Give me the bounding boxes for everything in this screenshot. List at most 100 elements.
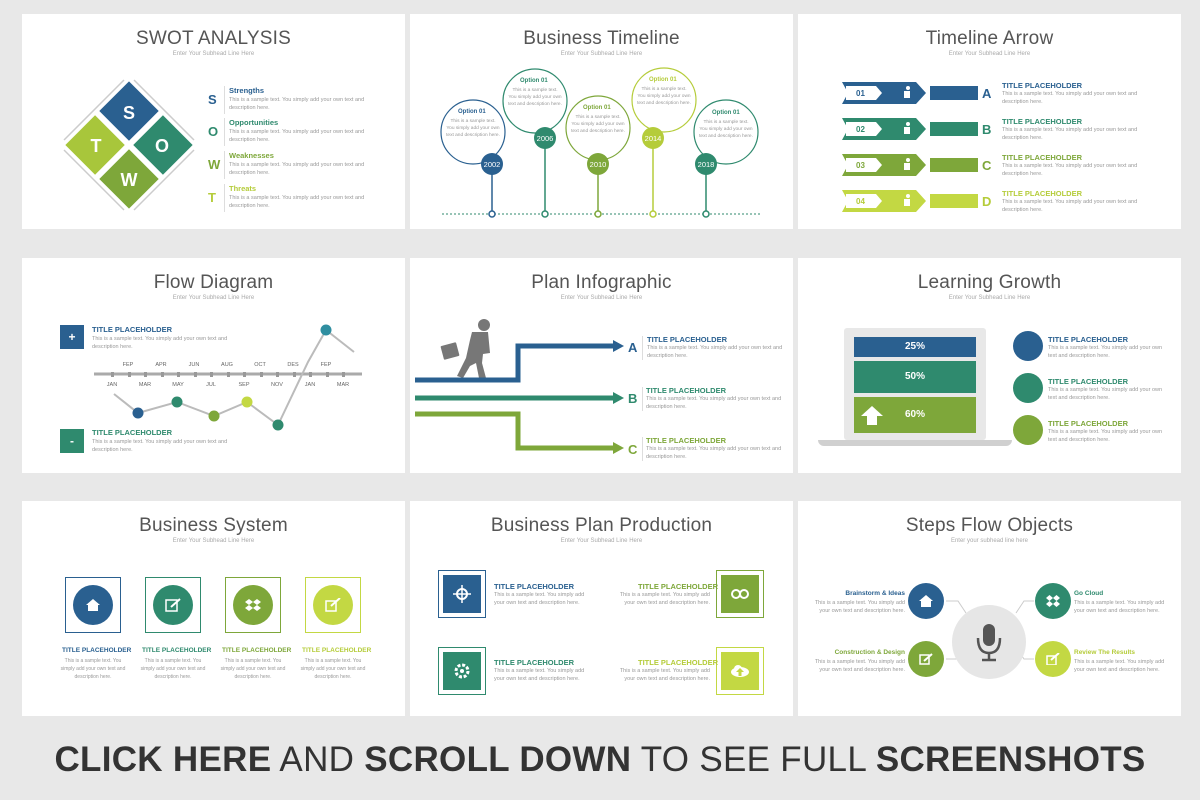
option-text: This is a sample text. You simply add yo… [699, 120, 753, 139]
slide-business-system[interactable]: Business System Enter Your Subhead Line … [22, 501, 405, 716]
system-item-title: TITLE PLACEHOLDER [142, 647, 212, 654]
month-label-bottom: SEP [238, 382, 249, 388]
production-item-title: TITLE PLACEHOLDER [638, 582, 718, 591]
flow-title-top: TITLE PLACEHOLDER [92, 325, 172, 334]
cta-text: TO SEE FULL [631, 740, 876, 779]
system-box-home [65, 577, 121, 633]
dropbox-icon-glyph [245, 599, 261, 611]
slide-business-timeline[interactable]: Business Timeline Enter Your Subhead Lin… [410, 14, 793, 229]
timeline-graphic: 2002 2006 2010 2014 2018 [440, 67, 760, 218]
production-item-text: This is a sample text. You simply add yo… [619, 592, 710, 606]
option-text: This is a sample text. You simply add yo… [637, 87, 691, 106]
arrow-item-text: This is a sample text. You simply add yo… [1002, 163, 1138, 177]
footer-cta[interactable]: CLICK HERE AND SCROLL DOWN TO SEE FULL S… [0, 740, 1200, 780]
month-label-top: FEP [123, 362, 134, 368]
plan-item-title: TITLE PLACEHOLDER [646, 436, 726, 445]
plan-arrows-graphic: A B C [415, 319, 638, 457]
flow-chart-graphic: FEP APR JUN AUG OCT DES FEP JAN MAR MAY … [94, 324, 362, 431]
arrow-num-3: 03 [856, 161, 865, 170]
system-box-share [305, 577, 361, 633]
month-label-top: APR [155, 362, 166, 368]
month-label-bottom: JUL [206, 382, 216, 388]
year-2014: 2014 [645, 134, 662, 143]
timeline-arrow-graphic: 01 02 03 04 A B C D [842, 82, 992, 212]
dropbox-icon [233, 585, 273, 625]
year-2002: 2002 [484, 160, 501, 169]
production-item-title: TITLE PLACEHOLDER [494, 582, 574, 591]
year-2006: 2006 [537, 134, 554, 143]
growth-item-text: This is a sample text. You simply add yo… [1048, 429, 1163, 443]
slide-business-plan-production[interactable]: Business Plan Production Enter Your Subh… [410, 501, 793, 716]
arrow-item-title: TITLE PLACEHOLDER [1002, 117, 1082, 126]
plan-letter-c: C [628, 442, 638, 457]
cta-text: AND [271, 740, 365, 779]
growth-icon-2 [1013, 373, 1043, 403]
slide-learning-growth[interactable]: Learning Growth Enter Your Subhead Line … [798, 258, 1181, 473]
year-2010: 2010 [590, 160, 607, 169]
growth-bar-50: 50% [854, 361, 976, 393]
arrow-num-1: 01 [856, 89, 865, 98]
up-arrow-icon [861, 406, 883, 425]
plan-item-text: This is a sample text. You simply add yo… [647, 345, 783, 359]
dropbox-icon [1046, 595, 1060, 607]
cloud-upload-icon-glyph [731, 665, 749, 677]
slide-subtitle: Enter Your Subhead Line Here [172, 295, 255, 301]
minus-button[interactable]: - [60, 429, 84, 453]
production-box-target [438, 570, 486, 618]
slide-subtitle: Enter your subhead line here [950, 538, 1029, 544]
step-text: This is a sample text. You simply add yo… [1074, 659, 1165, 673]
month-label-bottom: NOV [271, 382, 283, 388]
slide-subtitle: Enter Your Subhead Line Here [172, 538, 255, 544]
slide-timeline-arrow[interactable]: Timeline Arrow Enter Your Subhead Line H… [798, 14, 1181, 229]
production-item-text: This is a sample text. You simply add yo… [494, 668, 585, 682]
slide-subtitle: Enter Your Subhead Line Here [560, 295, 643, 301]
slide-title: Timeline Arrow [925, 28, 1054, 49]
month-label-top: AUG [221, 362, 233, 368]
system-item-title: TITLE PLACEHOLDER [222, 647, 292, 654]
month-label-top: OCT [254, 362, 266, 368]
step-label: Go Cloud [1074, 590, 1104, 597]
plus-button[interactable]: + [60, 325, 84, 349]
edit-icon [919, 653, 933, 665]
system-item-title: TITLE PLACEHOLDER [302, 647, 372, 654]
production-box-gear [438, 647, 486, 695]
option-label: Option 01 [458, 109, 486, 115]
step-text: This is a sample text. You simply add yo… [1074, 600, 1165, 614]
flow-title-bottom: TITLE PLACEHOLDER [92, 428, 172, 437]
growth-icon-3 [1013, 415, 1043, 445]
share-icon [1046, 653, 1060, 665]
growth-bar-25: 25% [854, 337, 976, 357]
month-label-bottom: JAN [305, 382, 315, 388]
runner-icon [440, 319, 490, 378]
option-text: This is a sample text. You simply add yo… [508, 88, 562, 107]
slide-flow-diagram[interactable]: Flow Diagram Enter Your Subhead Line Her… [22, 258, 405, 473]
option-text: This is a sample text. You simply add yo… [446, 119, 500, 138]
arrow-letter-d: D [982, 194, 991, 209]
system-item-text: This is a sample text. You simply add yo… [60, 658, 126, 680]
plan-letter-b: B [628, 391, 637, 406]
plan-item-title: TITLE PLACEHOLDER [646, 386, 726, 395]
system-item-text: This is a sample text. You simply add yo… [140, 658, 206, 680]
link-icon-glyph [731, 589, 749, 599]
arrow-item-text: This is a sample text. You simply add yo… [1002, 91, 1138, 105]
slide-steps-flow-objects[interactable]: Steps Flow Objects Enter your subhead li… [798, 501, 1181, 716]
cta-click-here[interactable]: CLICK HERE [54, 740, 272, 779]
month-label-top: DES [287, 362, 299, 368]
production-box-link [716, 570, 764, 618]
arrow-letter-c: C [982, 158, 992, 173]
slide-title: Business Timeline [523, 28, 680, 49]
arrow-letter-b: B [982, 122, 991, 137]
month-label-bottom: MAR [337, 382, 349, 388]
production-item-text: This is a sample text. You simply add yo… [494, 592, 585, 606]
month-label-bottom: MAY [172, 382, 184, 388]
target-icon-glyph [453, 585, 471, 603]
flow-text-bottom: This is a sample text. You simply add yo… [92, 439, 228, 453]
slide-swot-analysis[interactable]: SWOT ANALYSIS Enter Your Subhead Line He… [22, 14, 405, 229]
option-label: Option 01 [649, 77, 677, 83]
slide-plan-infographic[interactable]: Plan Infographic Enter Your Subhead Line… [410, 258, 793, 473]
step-text: This is a sample text. You simply add yo… [814, 600, 905, 614]
option-label: Option 01 [712, 110, 740, 116]
growth-item-title: TITLE PLACEHOLDER [1048, 377, 1128, 386]
step-label: Review The Results [1074, 649, 1136, 656]
slide-title: Business Plan Production [490, 515, 713, 536]
